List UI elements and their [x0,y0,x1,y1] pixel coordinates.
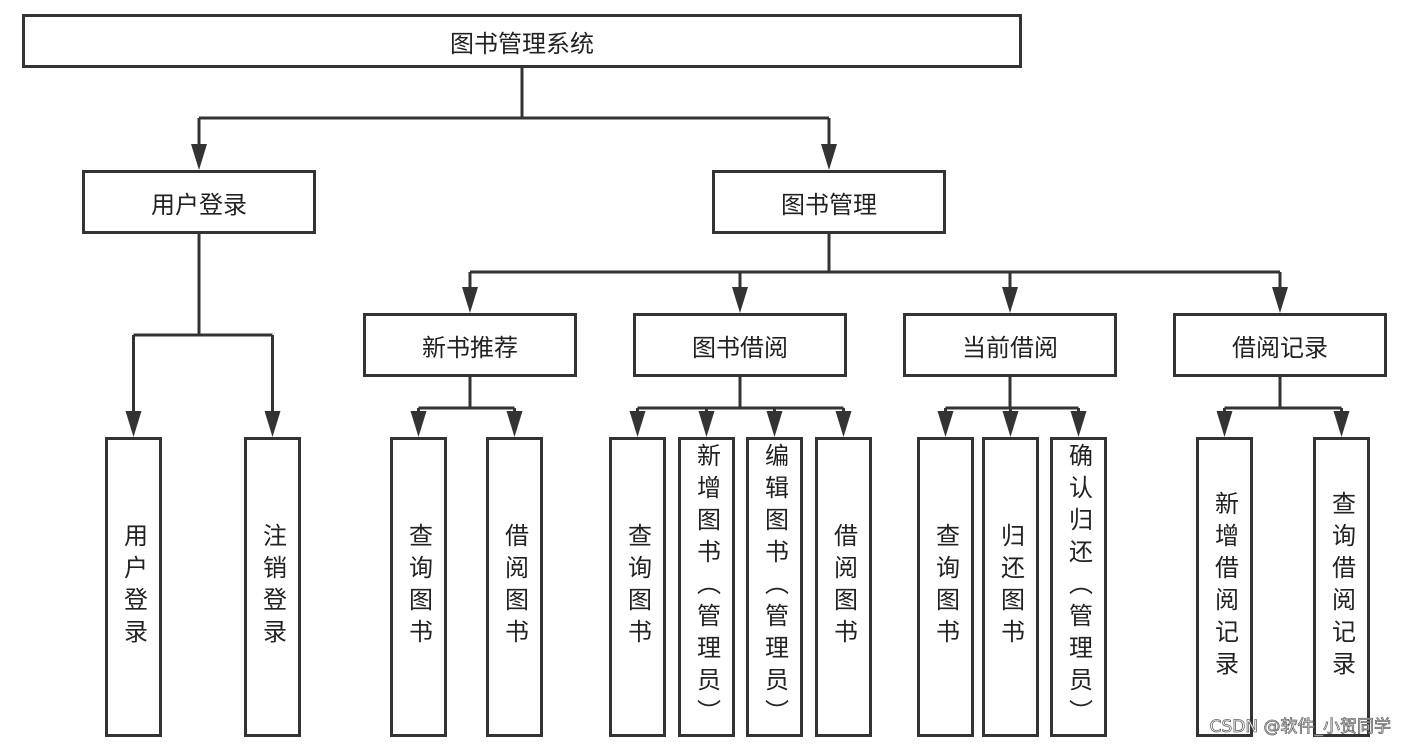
node-label: 用户登录 [119,523,148,651]
node-label: 新增借阅记录 [1210,491,1239,683]
arrow-head-icon [937,411,954,437]
arrow-head-icon [506,411,523,437]
node-box: 查询图书 [390,437,447,737]
node-label: 图书管理 [781,190,877,219]
arrow-head-icon [821,144,837,170]
node-label: 借阅图书 [500,523,529,651]
node-label: 查询借阅记录 [1327,491,1356,683]
arrow-head-icon [1070,411,1087,437]
node-label: 查询图书 [404,523,433,651]
arrow-head-icon [1216,411,1233,437]
node-box: 编辑图书（管理员） [746,437,803,737]
node-label: 查询图书 [931,523,960,651]
arrow-head-icon [835,411,852,437]
node-box: 确认归还（管理员） [1050,437,1107,737]
watermark: CSDN @软件_小贺同学 [1209,717,1391,738]
node-label: 图书管理系统 [450,29,594,58]
node-label: 用户登录 [151,190,247,219]
node-box: 查询图书 [609,437,666,737]
node-label: 借阅记录 [1232,333,1328,362]
arrow-head-icon [125,411,142,437]
node-box: 新书推荐 [363,313,577,377]
node-box: 图书借阅 [633,313,847,377]
node-label: 新书推荐 [422,333,518,362]
node-box: 当前借阅 [903,313,1117,377]
node-label: 归还图书 [996,523,1025,651]
node-label: 当前借阅 [962,333,1058,362]
node-box: 查询图书 [917,437,974,737]
node-box: 借阅记录 [1173,313,1387,377]
node-box: 借阅图书 [815,437,872,737]
arrow-head-icon [698,411,715,437]
node-label: 新增图书（管理员） [692,443,721,731]
node-box: 用户登录 [105,437,162,737]
node-label: 编辑图书（管理员） [760,443,789,731]
node-box: 注销登录 [244,437,301,737]
node-box: 新增借阅记录 [1196,437,1253,737]
node-label: 图书借阅 [692,333,788,362]
node-label: 确认归还（管理员） [1064,443,1093,731]
node-box: 图书管理系统 [22,14,1022,68]
node-box: 图书管理 [712,170,946,234]
node-label: 查询图书 [623,523,652,651]
arrow-head-icon [264,411,281,437]
node-box: 用户登录 [82,170,316,234]
node-label: 借阅图书 [829,523,858,651]
arrow-head-icon [191,144,207,170]
arrow-head-icon [1002,287,1018,313]
node-box: 新增图书（管理员） [678,437,735,737]
arrow-head-icon [1333,411,1350,437]
arrow-head-icon [766,411,783,437]
node-box: 借阅图书 [486,437,543,737]
arrow-head-icon [732,287,748,313]
arrow-head-icon [1272,287,1288,313]
node-box: 归还图书 [982,437,1039,737]
arrow-head-icon [629,411,646,437]
arrow-head-icon [462,287,478,313]
arrow-head-icon [1002,411,1019,437]
node-label: 注销登录 [258,523,287,651]
node-box: 查询借阅记录 [1313,437,1370,737]
arrow-head-icon [410,411,427,437]
